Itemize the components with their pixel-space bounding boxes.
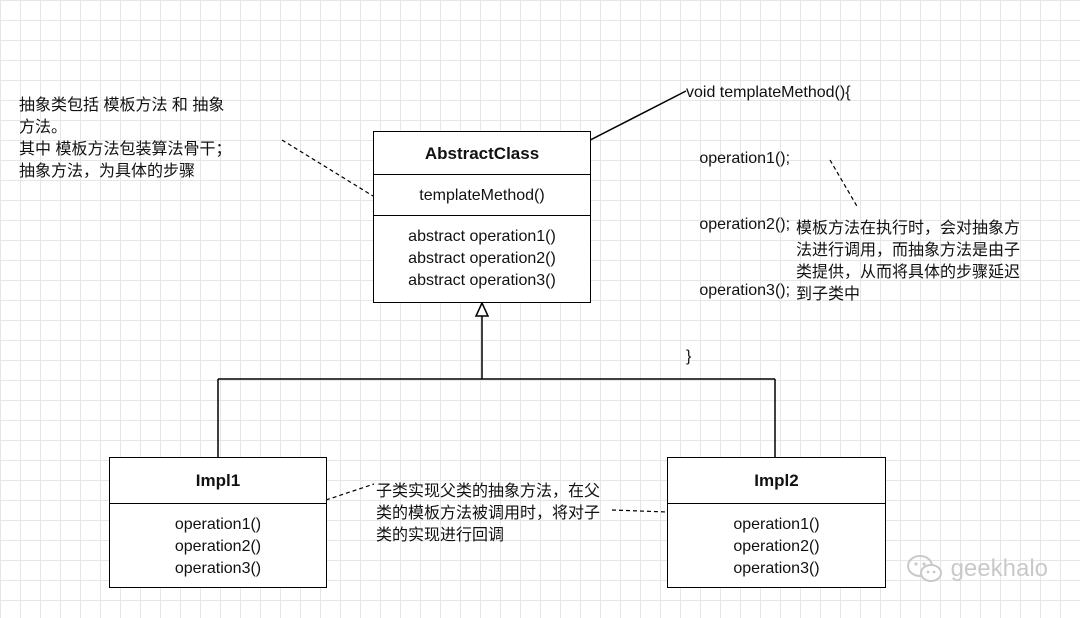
watermark: geekhalo — [905, 553, 1048, 585]
inheritance-arrowhead — [474, 301, 490, 317]
abstract-op-1: abstract operation1() — [408, 228, 556, 245]
impl2-title: Impl2 — [668, 458, 885, 504]
impl2-op-3: operation3() — [733, 560, 820, 577]
watermark-text: geekhalo — [950, 555, 1048, 582]
code-line-5: } — [686, 348, 692, 365]
abstract-class-box[interactable]: AbstractClass templateMethod() abstract … — [373, 131, 591, 303]
template-method-label: templateMethod() — [374, 175, 590, 216]
impl2-op-2: operation2() — [733, 538, 820, 555]
abstract-class-title: AbstractClass — [374, 132, 590, 175]
code-line-3: operation2(); — [686, 216, 791, 233]
wechat-icon — [906, 555, 942, 582]
middle-note: 子类实现父类的抽象方法，在父 类的模板方法被调用时，将对子 类的实现进行回调 — [376, 483, 601, 544]
left-note: 抽象类包括 模板方法 和 抽象 方法。 其中 模板方法包装算法骨干； 抽象方法，… — [19, 97, 232, 180]
left-note-link — [281, 139, 374, 197]
impl2-op-1: operation1() — [733, 516, 820, 533]
impl1-op-2: operation2() — [174, 538, 262, 555]
impl2-ops-list: operation1() operation2() operation3() — [668, 504, 885, 580]
impl1-op-3: operation3() — [174, 560, 262, 577]
right-note-link — [829, 159, 859, 209]
right-note: 模板方法在执行时，会对抽象方 法进行调用，而抽象方法是由子 类提供，从而将具体的… — [796, 220, 1021, 303]
impl1-title: Impl1 — [110, 458, 326, 504]
code-line-4: operation3(); — [686, 282, 791, 299]
abstract-op-3: abstract operation3() — [408, 272, 556, 289]
impl1-op-1: operation1() — [174, 516, 262, 533]
middle-note-link-left — [325, 483, 375, 501]
impl2-class-box[interactable]: Impl2 operation1() operation2() operatio… — [667, 457, 886, 588]
impl1-class-box[interactable]: Impl1 operation1() operation2() operatio… — [109, 457, 327, 588]
impl1-ops-list: operation1() operation2() operation3() — [110, 504, 326, 580]
abstract-ops-list: abstract operation1() abstract operation… — [374, 216, 590, 292]
abstract-op-2: abstract operation2() — [408, 250, 556, 267]
code-line-2: operation1(); — [686, 150, 791, 167]
code-snippet: void templateMethod(){ operation1(); ope… — [686, 38, 851, 390]
middle-note-link-right — [611, 509, 668, 513]
code-line-1: void templateMethod(){ — [686, 84, 851, 101]
